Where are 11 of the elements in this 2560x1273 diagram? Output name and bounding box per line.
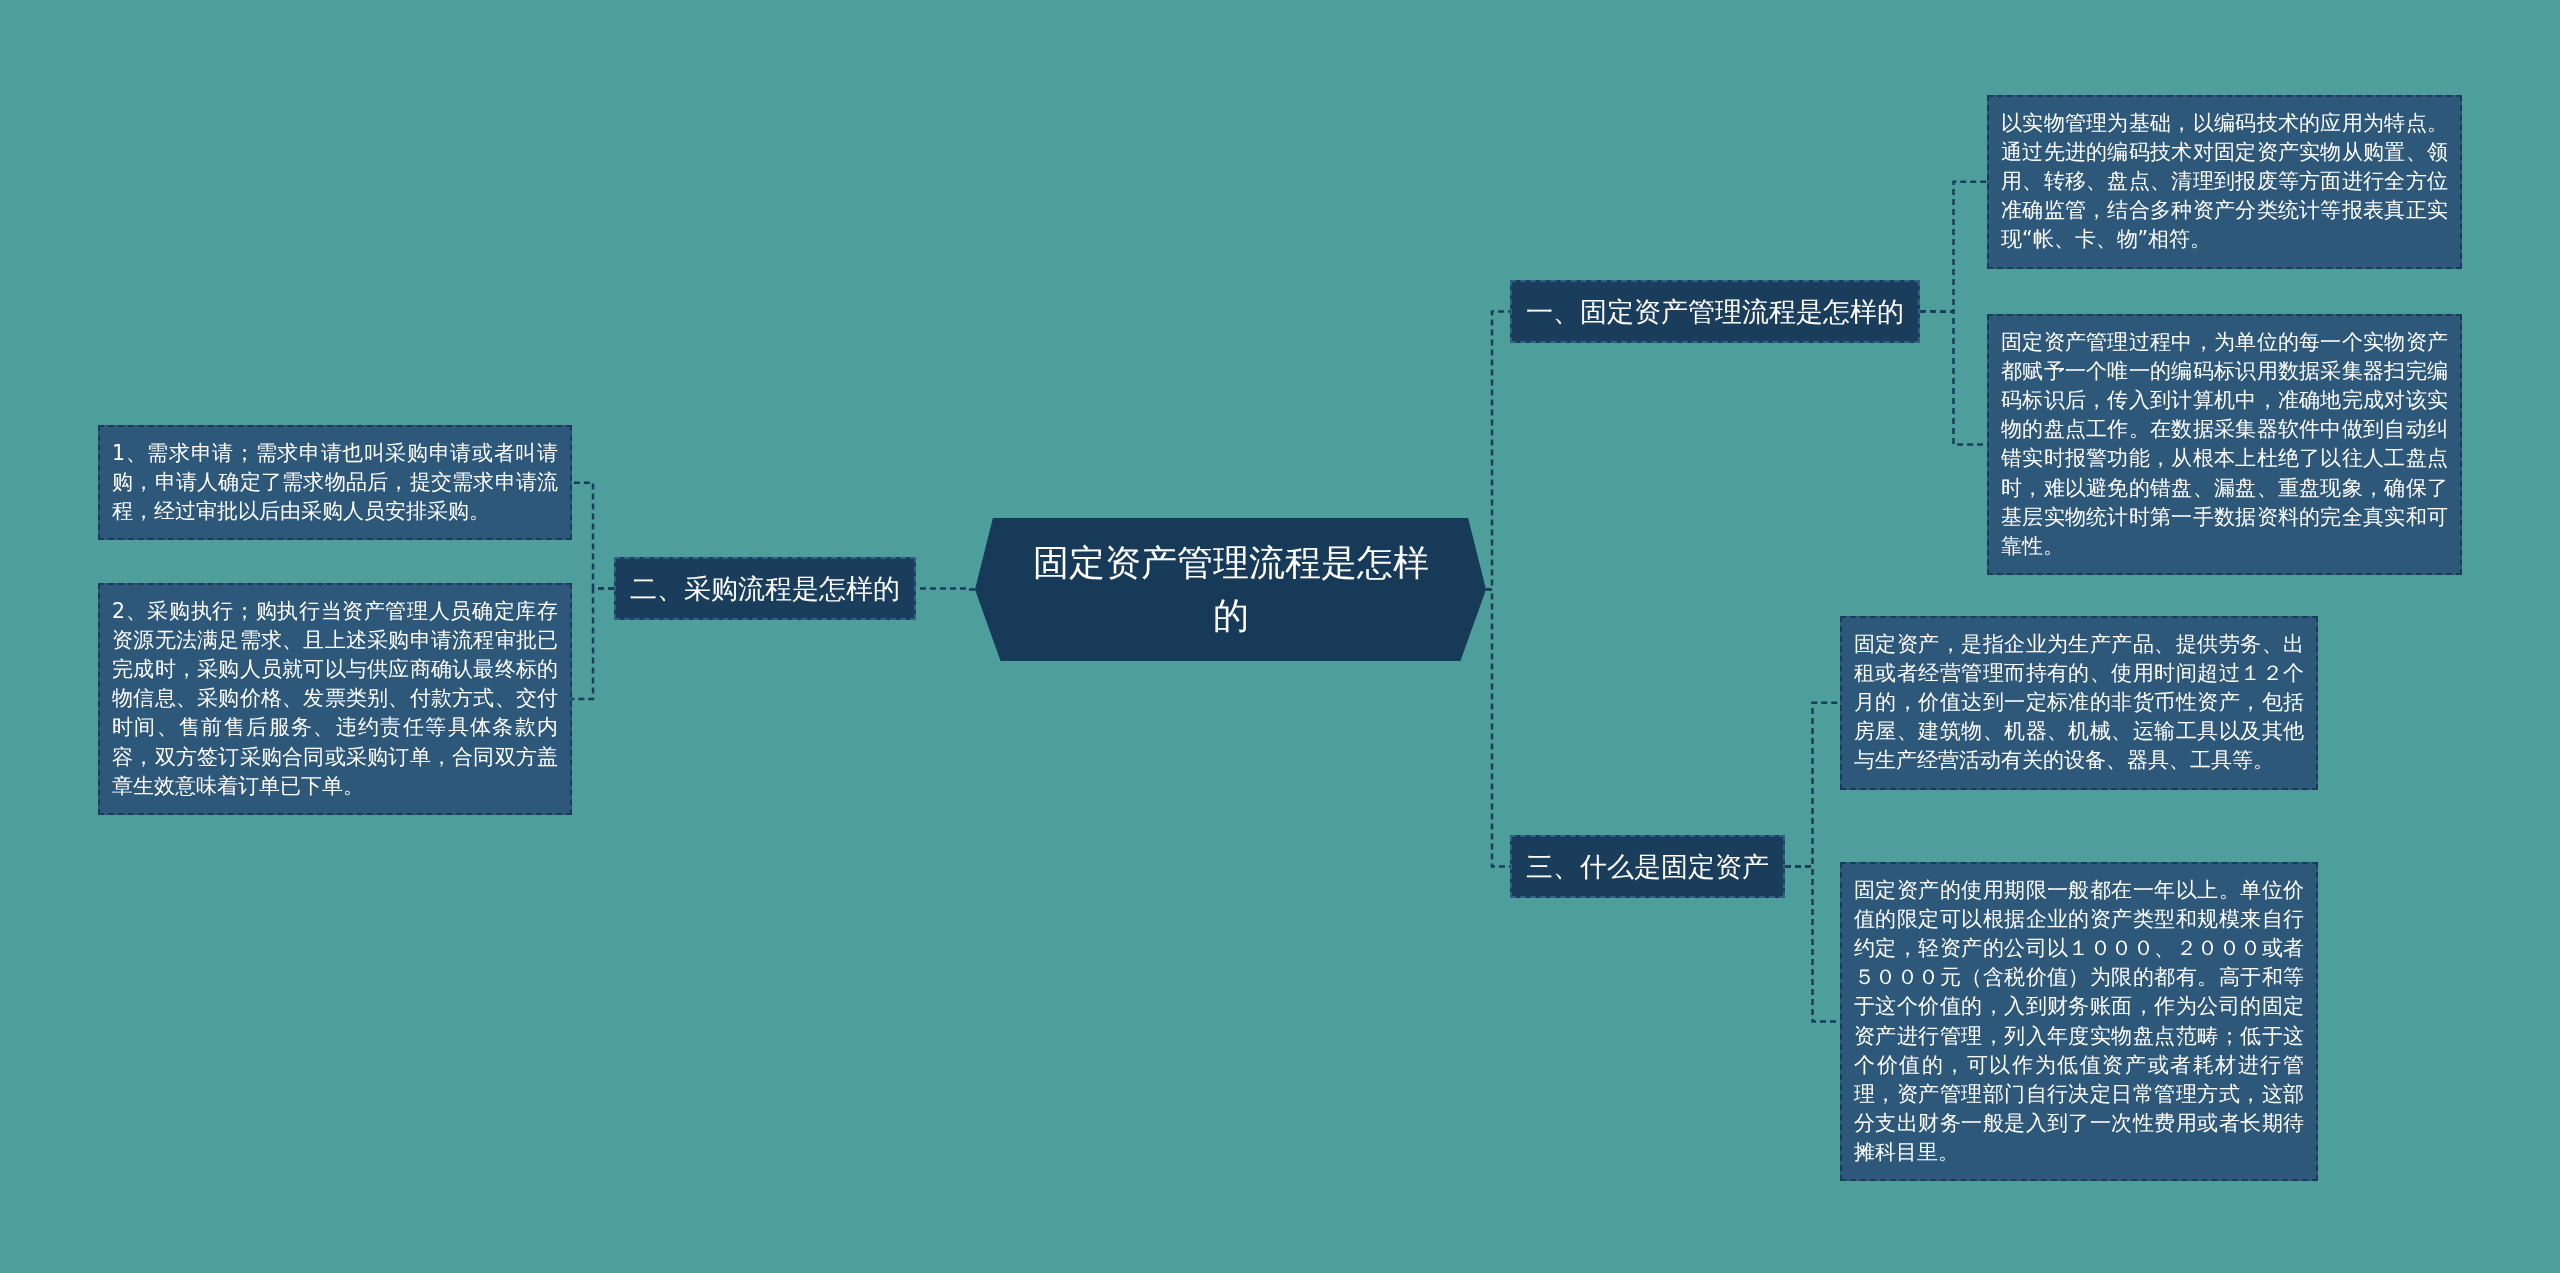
subtopic-box: 以实物管理为基础，以编码技术的应用为特点。通过先进的编码技术对固定资产实物从购置、领用、转移、盘点、清理到报废等方面进行全方位准确监管，结合多种资产分类统计等报表真正实现“帐、卡、物”相符。: [1987, 95, 2462, 269]
subtopic-box: 2、采购执行；购执行当资产管理人员确定库存资源无法满足需求、且上述采购申请流程审批已完成时，采购人员就可以与供应商确认最终标的物信息、采购价格、发票类别、付款方式、交付时间、售前售后服务、违约责任等具体条款内容，双方签订采购合同或采购订单，合同双方盖章生效意味着订单已下单。: [98, 583, 572, 815]
connector-line: [572, 587, 614, 701]
central-topic-hexagon: 固定资产管理流程是怎样的: [975, 518, 1486, 661]
topic-box: 三、什么是固定资产: [1510, 835, 1785, 899]
topic-box: 一、固定资产管理流程是怎样的: [1510, 280, 1920, 344]
subtopic-box: 固定资产，是指企业为生产产品、提供劳务、出租或者经营管理而持有的、使用时间超过１２个月的，价值达到一定标准的非货币性资产，包括房屋、建筑物、机器、机械、运输工具以及其他与生产经营活动有关的设备、器具、工具等。: [1840, 616, 2318, 790]
subtopic-box: 1、需求申请；需求申请也叫采购申请或者叫请购，申请人确定了需求物品后，提交需求申请流程，经过审批以后由采购人员安排采购。: [98, 425, 572, 541]
subtopic-box: 固定资产管理过程中，为单位的每一个实物资产都赋予一个唯一的编码标识用数据采集器扫完编码标识后，传入到计算机中，准确地完成对该实物的盘点工作。在数据采集器软件中做到自动纠错实时报警功能，从根本上杜绝了以往人工盘点时，难以避免的错盘、漏盘、重盘现象，确保了基层实物统计时第一手数据资料的完全真实和可靠性。: [1987, 314, 2462, 575]
topic-box: 二、采购流程是怎样的: [614, 557, 916, 621]
subtopic-box: 固定资产的使用期限一般都在一年以上。单位价值的限定可以根据企业的资产类型和规模来自行约定，轻资产的公司以１０００、２０００或者５０００元（含税价值）为限的都有。高于和等于这个价值的，入到财务账面，作为公司的固定资产进行管理，列入年度实物盘点范畴；低于这个价值的，可以作为低值资产或者耗材进行管理，资产管理部门自行决定日常管理方式，这部分支出财务一般是入到了一次性费用或者长期待摊科目里。: [1840, 862, 2318, 1182]
